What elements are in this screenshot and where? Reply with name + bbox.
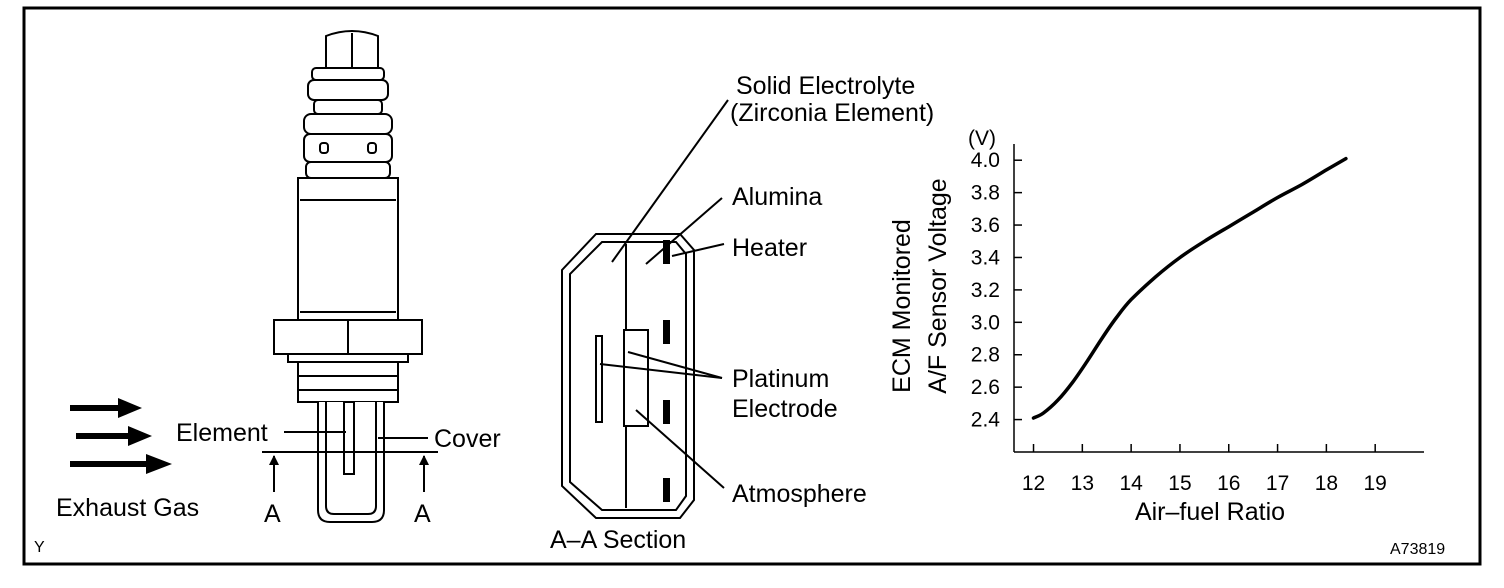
y-tick-label: 3.0: [971, 311, 1000, 334]
exhaust-gas-label: Exhaust Gas: [56, 494, 199, 522]
electrode-label: Electrode: [732, 395, 838, 423]
y-tick-label: 4.0: [971, 149, 1000, 172]
exhaust-flow-arrows: [70, 398, 172, 474]
x-tick-label: 13: [1071, 472, 1094, 495]
y-unit-label: (V): [968, 127, 996, 150]
section-leaders: [599, 99, 729, 489]
heater-elements: [663, 240, 670, 502]
heater-label: Heater: [732, 234, 807, 262]
y-tick-label: 3.8: [971, 182, 1000, 205]
alumina-label: Alumina: [732, 183, 822, 211]
section-mark-left: A: [264, 500, 281, 528]
x-tick-label: 16: [1217, 472, 1240, 495]
y-axis-label-line2: A/F Sensor Voltage: [924, 178, 952, 393]
element-label: Element: [176, 419, 268, 447]
y-tick-label: 3.6: [971, 214, 1000, 237]
y-axis-label-line1: ECM Monitored: [888, 219, 916, 393]
x-tick-label: 12: [1022, 472, 1045, 495]
oxygen-sensor-drawing: [273, 30, 423, 523]
y-tick-label: 2.6: [971, 376, 1000, 399]
cross-section-drawing: [561, 233, 695, 519]
section-mark-right: A: [414, 500, 431, 528]
platinum-label: Platinum: [732, 365, 829, 393]
x-axis-label: Air–fuel Ratio: [1135, 498, 1285, 526]
figure-code: A73819: [1390, 541, 1445, 558]
atmosphere-label: Atmosphere: [732, 480, 867, 508]
y-tick-label: 2.8: [971, 344, 1000, 367]
x-tick-label: 15: [1168, 472, 1191, 495]
x-tick-label: 14: [1119, 472, 1143, 495]
section-title: A–A Section: [550, 526, 686, 554]
voltage-curve: [1031, 156, 1348, 420]
x-tick-label: 18: [1315, 472, 1338, 495]
y-tick-label: 3.2: [971, 279, 1000, 302]
corner-letter: Y: [34, 539, 45, 556]
figure-border: [22, 6, 1482, 566]
voltage-chart: 2.4 2.6 2.8 3.0 3.2 3.4 3.6 3.8 4.0 12 13 14 15 16 17…: [888, 127, 1424, 526]
y-tick-label: 2.4: [971, 409, 1001, 432]
zirconia-element-label: (Zirconia Element): [730, 99, 934, 127]
x-tick-label: 19: [1364, 472, 1387, 495]
solid-electrolyte-label: Solid Electrolyte: [736, 72, 915, 100]
x-tick-label: 17: [1266, 472, 1289, 495]
cover-label: Cover: [434, 425, 501, 453]
y-tick-label: 3.4: [971, 246, 1001, 269]
